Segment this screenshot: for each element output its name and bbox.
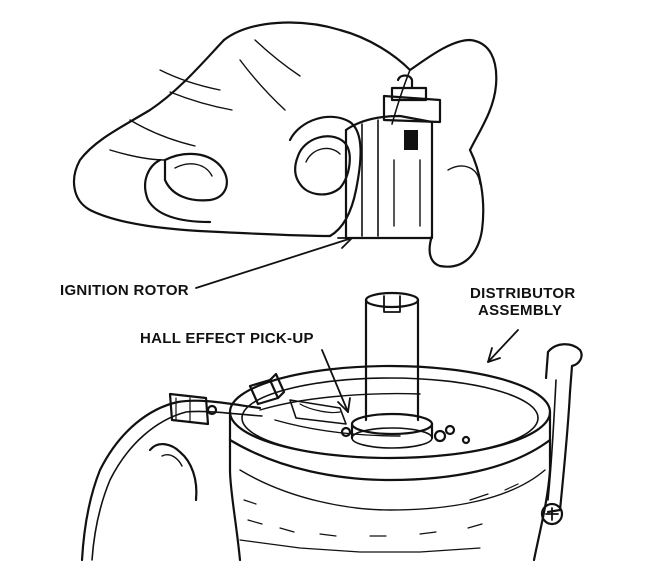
distributor-shaft-drawing [340, 291, 447, 449]
label-distributor-assembly: DISTRIBUTOR ASSEMBLY [470, 285, 576, 319]
pickup-wire-drawing [80, 392, 263, 562]
leader-hall-effect [321, 349, 349, 413]
label-hall-effect-pickup: HALL EFFECT PICK-UP [140, 330, 314, 347]
label-ignition-rotor: IGNITION ROTOR [60, 282, 189, 299]
leader-ignition-rotor [195, 237, 353, 289]
ignition-rotor-drawing [344, 74, 442, 240]
retaining-clip-drawing [540, 343, 583, 526]
label-distributor-line2: ASSEMBLY [478, 302, 563, 319]
label-distributor-line1: DISTRIBUTOR [470, 285, 576, 302]
leader-distributor-assembly [487, 329, 519, 363]
distributor-housing-drawing [228, 364, 552, 562]
